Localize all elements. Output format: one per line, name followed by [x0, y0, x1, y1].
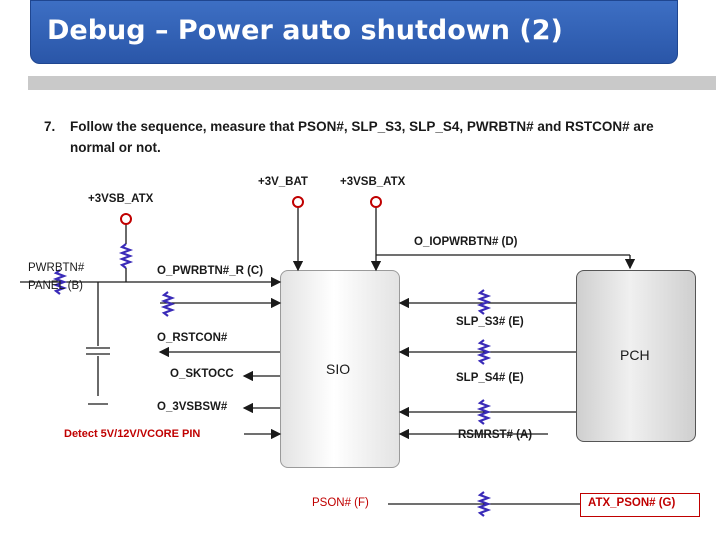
atx-pson-box [580, 493, 700, 517]
sio-label: SIO [326, 361, 351, 377]
resistor-slp-s3 [476, 289, 492, 315]
pch-block [576, 270, 696, 442]
o-sktocc-label: O_SKTOCC [170, 368, 234, 380]
pwrbtn-panel-label: PWRBTN# PANEL (B) [28, 262, 85, 292]
rsmrst-label: RSMRST# (A) [458, 429, 533, 441]
resistor-slp-s4 [476, 339, 492, 365]
step-text: Follow the sequence, measure that PSON#,… [70, 119, 654, 155]
title-bar: Debug – Power auto shutdown (2) [30, 0, 678, 64]
o-3vsbsw-label: O_3VSBSW# [157, 401, 228, 413]
o-pwrbtn-r-label: O_PWRBTN#_R (C) [157, 265, 264, 277]
step-number: 7. [44, 119, 56, 134]
resistor-pson [476, 491, 492, 517]
vsb-atx-right-label: +3VSB_ATX [340, 176, 406, 188]
o-iopwrbtn-label: O_IOPWRBTN# (D) [414, 236, 518, 248]
title-divider [28, 76, 716, 90]
v3-bat-label: +3V_BAT [258, 176, 308, 188]
detect-pin-label: Detect 5V/12V/VCORE PIN [64, 428, 201, 440]
o-rstcon-label: O_RSTCON# [157, 332, 228, 344]
pch-label: PCH [620, 347, 650, 363]
atx-pson-label: ATX_PSON# (G) [588, 497, 676, 509]
pson-label: PSON# (F) [312, 497, 369, 509]
vsb-atx-left-label: +3VSB_ATX [88, 193, 154, 205]
resistor-pwrbtn-r [160, 291, 176, 317]
slp-s4-label: SLP_S4# (E) [456, 372, 524, 384]
sio-block [280, 270, 400, 468]
slp-s3-label: SLP_S3# (E) [456, 316, 524, 328]
resistor-pwrbtn [52, 269, 68, 295]
resistor-rsmrst [476, 399, 492, 425]
page-title: Debug – Power auto shutdown (2) [47, 15, 563, 46]
resistor-vsb [118, 243, 134, 269]
